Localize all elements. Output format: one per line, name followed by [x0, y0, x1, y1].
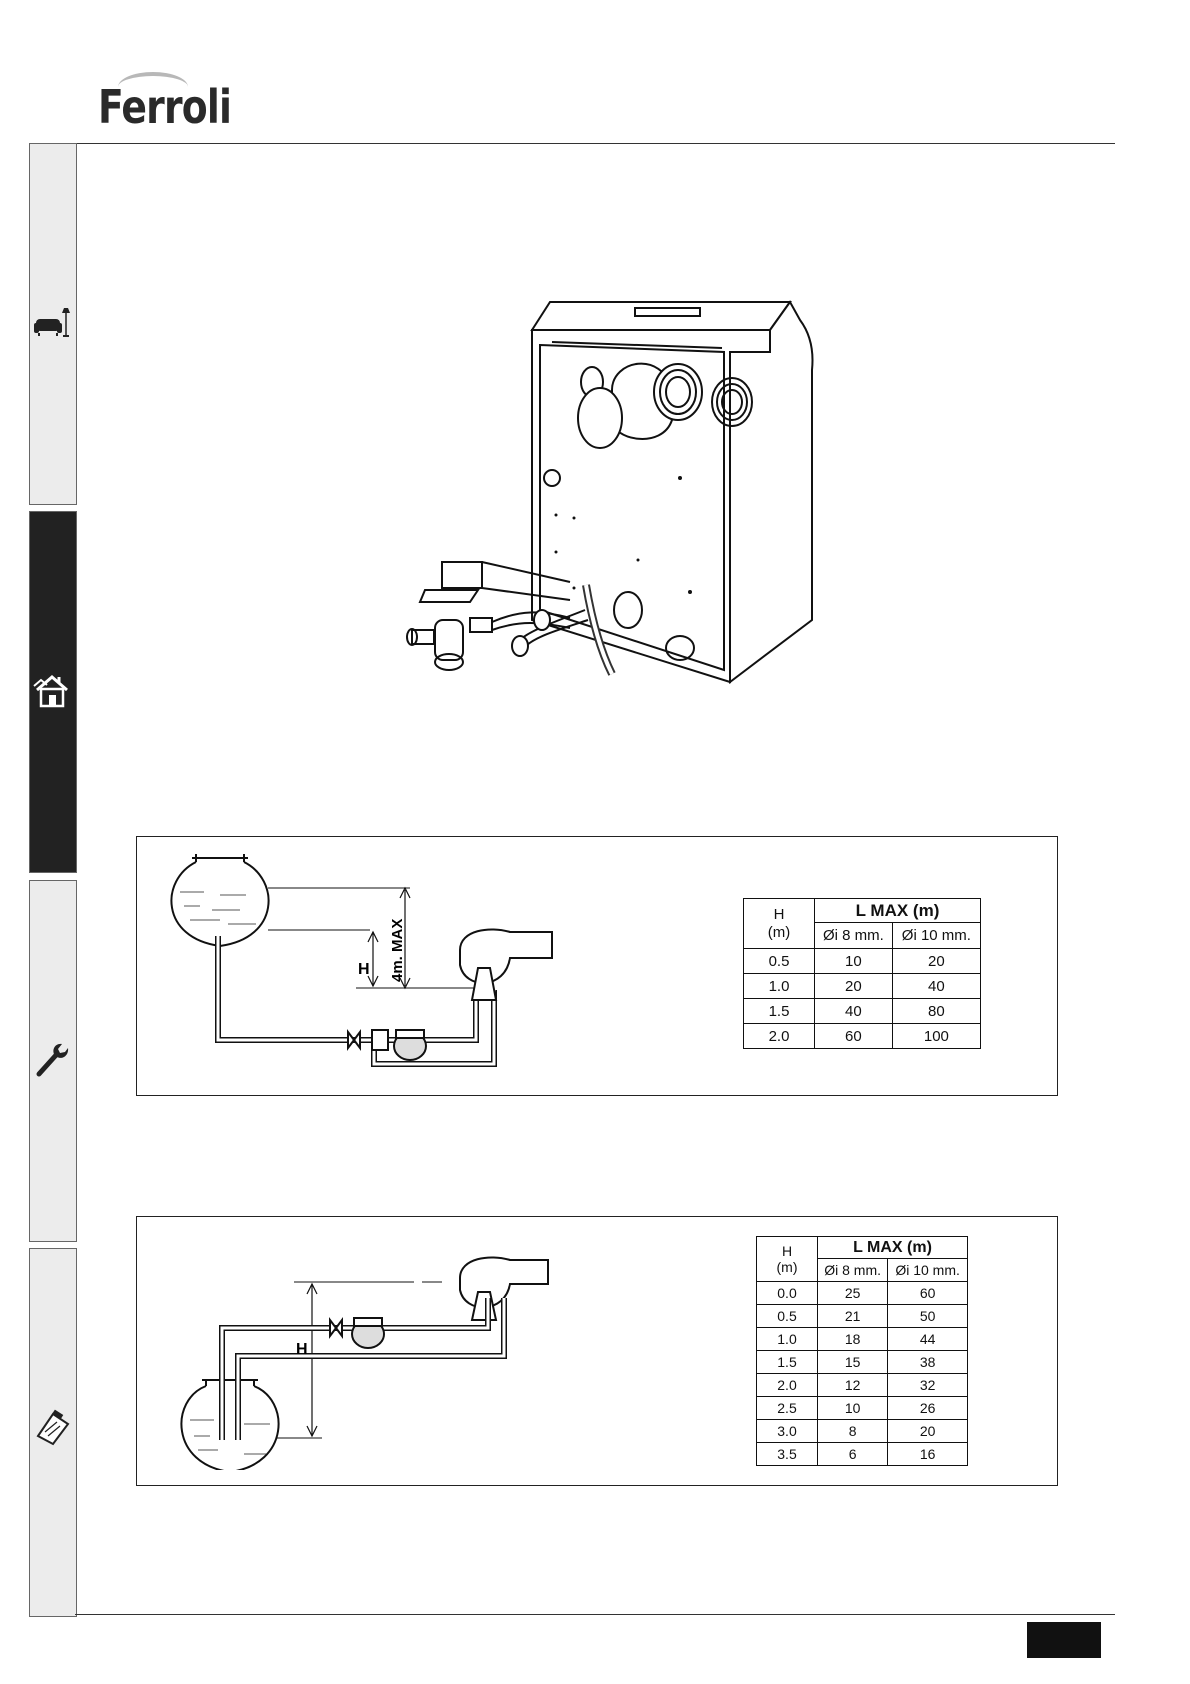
- page-number-box: [1027, 1622, 1101, 1658]
- brand-logo: Ferroli: [98, 80, 232, 134]
- lmax-header: L MAX (m): [814, 898, 981, 923]
- wrench-icon: [36, 1043, 69, 1077]
- col-10mm-header: Øi 10 mm.: [891, 922, 982, 949]
- house-icon: [33, 675, 68, 708]
- col-10mm-header: Øi 10 mm.: [887, 1258, 968, 1282]
- boiler-illustration: [406, 300, 814, 685]
- max-dimension-label: 4m. MAX: [389, 919, 406, 982]
- header-rule: [75, 143, 1115, 144]
- footer-rule: [75, 1614, 1115, 1615]
- col-8mm-header: Øi 8 mm.: [816, 1258, 889, 1282]
- h-header-cell: H (m): [743, 898, 815, 949]
- h-header-cell: H (m): [756, 1236, 818, 1282]
- height-label: H: [358, 961, 370, 978]
- clipboard-icon: [36, 1409, 70, 1446]
- sofa-lamp-icon: [34, 308, 70, 337]
- suction-feed-diagram: H: [180, 1256, 549, 1470]
- logo-swoosh: [118, 72, 188, 102]
- sidebar-tab-service[interactable]: [29, 880, 77, 1242]
- col-8mm-header: Øi 8 mm.: [814, 922, 893, 949]
- sidebar-tab-installer[interactable]: [29, 511, 77, 873]
- height-label: H: [296, 1341, 308, 1358]
- gravity-feed-diagram: H 4m. MAX: [170, 854, 553, 1067]
- lmax-header: L MAX (m): [817, 1236, 968, 1259]
